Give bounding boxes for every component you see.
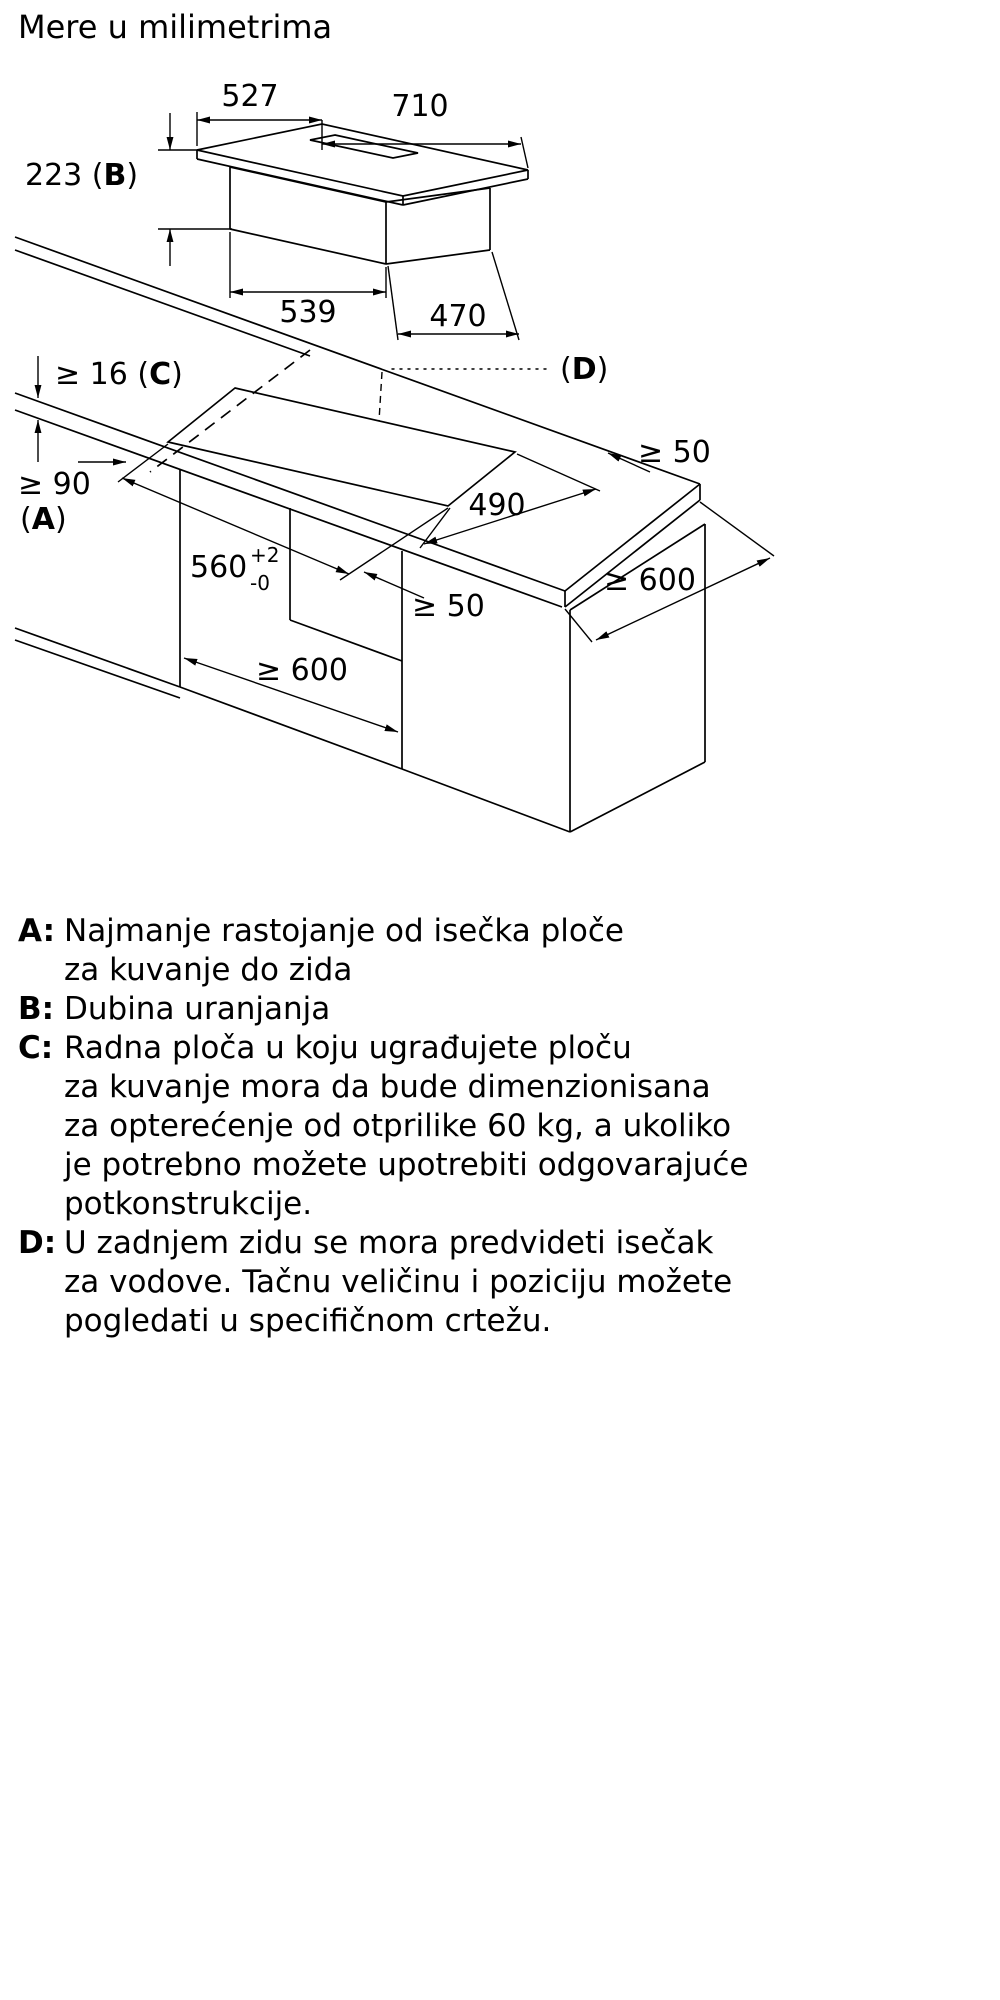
dim-223-label: 223 (B)	[25, 158, 138, 193]
legend-key-b: B:	[18, 991, 55, 1027]
legend-line: pogledati u specifičnom crtežu.	[64, 1303, 552, 1339]
legend-line: za vodove. Tačnu veličinu i poziciju mož…	[64, 1264, 733, 1300]
legend-line: Najmanje rastojanje od isečka ploče	[64, 913, 624, 949]
dim-90-label: ≥ 90	[18, 467, 91, 502]
appliance-top-face	[196, 123, 529, 197]
legend-line: za kuvanje mora da bude dimenzionisana	[64, 1069, 711, 1105]
dim-527-label: 527	[221, 79, 278, 114]
legend-line: za opterećenje od otprilike 60 kg, a uko…	[64, 1108, 732, 1144]
legend-key-c: C:	[18, 1030, 54, 1066]
dim-560-label: 560	[190, 550, 247, 585]
dim-a-label: (A)	[20, 502, 67, 537]
dim-50-back-label: ≥ 50	[638, 435, 711, 470]
legend-line: je potrebno možete upotrebiti odgovaraju…	[64, 1147, 749, 1183]
dim-539-label: 539	[279, 295, 336, 330]
legend-line: za kuvanje do zida	[64, 952, 353, 988]
page-title: Mere u milimetrima	[18, 8, 333, 46]
appliance-dimension-lines	[158, 112, 529, 341]
legend-line: potkonstrukcije.	[64, 1186, 313, 1222]
worktop-cutout	[166, 387, 517, 507]
dim-d-label: (D)	[560, 352, 608, 387]
legend-item-a: A: Najmanje rastojanje od isečka ploče z…	[18, 912, 838, 990]
legend-item-b: B: Dubina uranjanja	[18, 990, 838, 1029]
legend-line: Radna ploča u koju ugrađujete ploču	[64, 1030, 632, 1066]
dim-600-bottom-label: ≥ 600	[256, 653, 348, 688]
legend-key-a: A:	[18, 913, 55, 949]
dim-50-front-label: ≥ 50	[412, 589, 485, 624]
legend-line: U zadnjem zidu se mora predvideti isečak	[64, 1225, 714, 1261]
dim-710-label: 710	[391, 89, 448, 124]
legend: A: Najmanje rastojanje od isečka ploče z…	[18, 912, 838, 1341]
installation-diagram: 527 710 223 (B) 539 470	[14, 79, 775, 833]
dim-600-right-label: ≥ 600	[604, 563, 696, 598]
dim-470-label: 470	[429, 299, 486, 334]
dim-560-tolerance-minus: -0	[250, 571, 270, 595]
legend-item-c: C: Radna ploča u koju ugrađujete ploču z…	[18, 1029, 838, 1224]
dim-16-c-label: ≥ 16 (C)	[55, 357, 183, 392]
legend-item-d: D: U zadnjem zidu se mora predvideti ise…	[18, 1224, 838, 1341]
dim-490-label: 490	[468, 488, 525, 523]
appliance-drawing	[196, 123, 529, 265]
dim-560-tolerance-plus: +2	[250, 543, 279, 567]
wall-cut-line	[149, 349, 311, 473]
cabinet-drawing	[14, 469, 706, 833]
legend-line: Dubina uranjanja	[64, 991, 331, 1027]
worktop-dimension-lines	[34, 356, 775, 733]
legend-key-d: D:	[18, 1225, 57, 1261]
